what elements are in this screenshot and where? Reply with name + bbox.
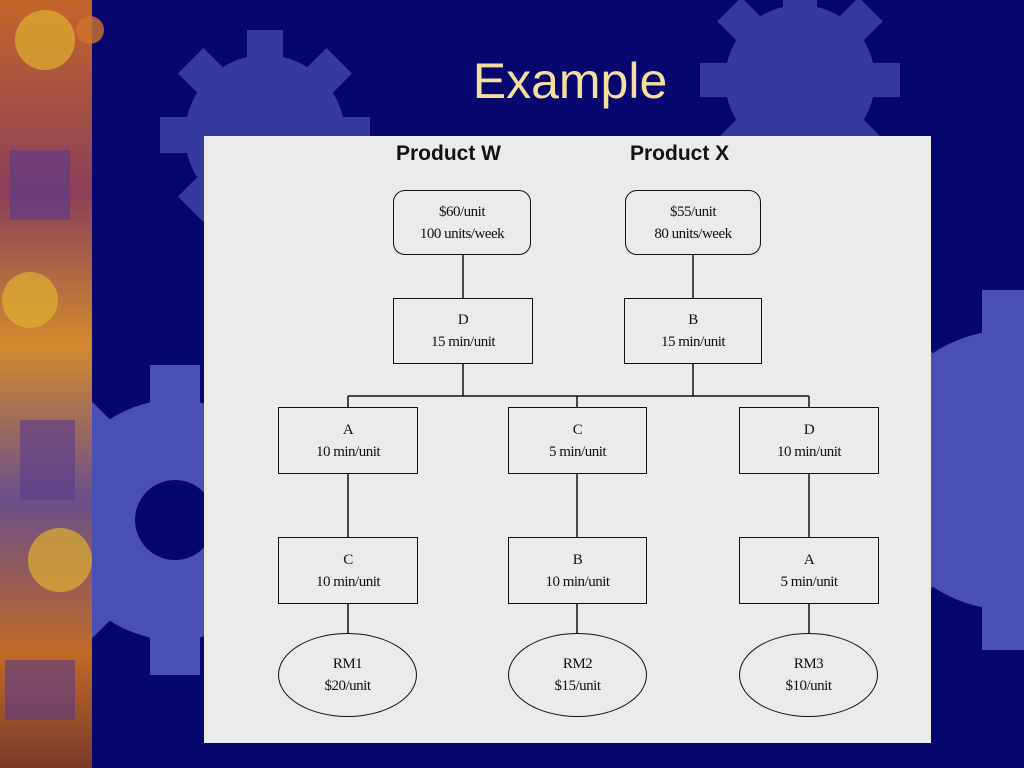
- step-node-upper-3: D 10 min/unit: [739, 407, 879, 474]
- product-w-title: Product W: [396, 142, 501, 165]
- step-name: C: [572, 421, 583, 438]
- product-w-demand-node: $60/unit 100 units/week: [393, 190, 531, 255]
- step-time: 10 min/unit: [776, 443, 842, 460]
- gear-icon: [700, 0, 900, 180]
- step-name: A: [342, 421, 354, 438]
- step-time: 10 min/unit: [315, 573, 381, 590]
- step-time: 10 min/unit: [545, 573, 610, 590]
- step-name: D: [803, 421, 815, 438]
- step-time: 15 min/unit: [430, 334, 496, 350]
- raw-material-node-2: RM2 $15/unit: [508, 633, 647, 717]
- gear-icon: [2, 10, 92, 592]
- raw-material-node-1: RM1 $20/unit: [278, 633, 417, 717]
- step-time: 15 min/unit: [660, 334, 726, 350]
- product-x-demand-node: $55/unit 80 units/week: [625, 190, 761, 255]
- raw-material-cost: $15/unit: [554, 678, 601, 694]
- raw-material-name: RM3: [793, 656, 824, 672]
- raw-material-node-3: RM3 $10/unit: [739, 633, 878, 717]
- step-time: 5 min/unit: [548, 443, 607, 460]
- step-name: C: [343, 551, 353, 568]
- step-node-upper-2: C 5 min/unit: [508, 407, 647, 474]
- product-w-demand: 100 units/week: [419, 225, 505, 242]
- step-name: D: [457, 312, 469, 328]
- step-time: 10 min/unit: [315, 443, 381, 460]
- raw-material-name: RM1: [332, 656, 363, 672]
- product-x-title: Product X: [630, 142, 730, 165]
- connector-arrows: [344, 245, 813, 633]
- step-time: 5 min/unit: [780, 573, 838, 590]
- step-name: A: [803, 551, 815, 568]
- raw-material-cost: $10/unit: [785, 678, 832, 694]
- slide-title: Example: [472, 53, 668, 109]
- step-node-lower-3: A 5 min/unit: [739, 537, 879, 604]
- product-x-demand: 80 units/week: [654, 225, 732, 242]
- step-node-lower-2: B 10 min/unit: [508, 537, 647, 604]
- raw-material-cost: $20/unit: [324, 678, 371, 694]
- raw-material-name: RM2: [562, 656, 593, 672]
- process-diagram: Product W Product X $60/unit 100 units/w…: [204, 136, 931, 743]
- step-name: B: [688, 312, 698, 328]
- step-node-upper-1: A 10 min/unit: [278, 407, 418, 474]
- step-node-lower-1: C 10 min/unit: [278, 537, 418, 604]
- product-x-price: $55/unit: [669, 203, 717, 220]
- step-name: B: [572, 551, 583, 568]
- step-node-final-x: B 15 min/unit: [624, 298, 762, 364]
- product-w-price: $60/unit: [438, 203, 486, 220]
- step-node-final-w: D 15 min/unit: [393, 298, 533, 364]
